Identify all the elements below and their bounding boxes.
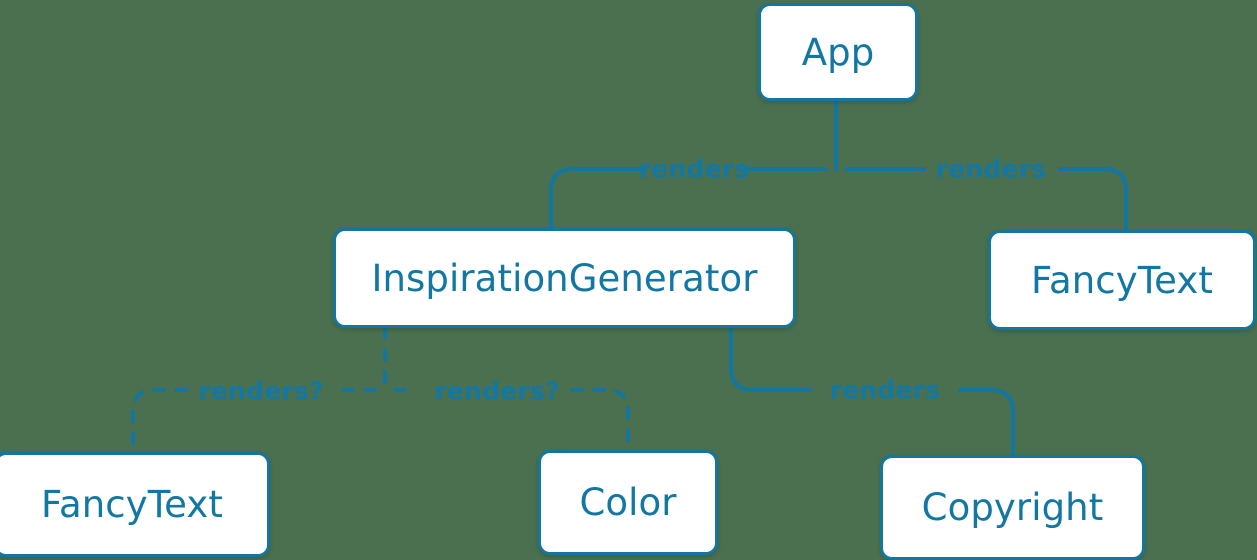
node-inspiration-generator-label: InspirationGenerator bbox=[371, 256, 758, 300]
edge-label-app-to-inspiration: renders bbox=[638, 154, 750, 184]
edge-app-to-inspiration bbox=[549, 167, 828, 230]
node-app-label: App bbox=[801, 30, 875, 74]
edge-label-app-to-fancytext: renders bbox=[935, 154, 1047, 184]
edge-inspiration-to-copyright bbox=[729, 326, 1015, 457]
node-fancytext-right[interactable]: FancyText bbox=[988, 230, 1256, 330]
edge-label-inspiration-to-copyright: renders bbox=[829, 375, 941, 405]
node-fancytext-left[interactable]: FancyText bbox=[0, 452, 270, 557]
node-copyright-label: Copyright bbox=[921, 486, 1104, 529]
edge-app-to-fancytext bbox=[844, 167, 1128, 232]
edge-label-inspiration-to-color: renders? bbox=[434, 376, 560, 406]
edge-inspiration-to-fancytext-left bbox=[131, 388, 377, 454]
node-color-label: Color bbox=[579, 481, 677, 524]
node-inspiration-generator[interactable]: InspirationGenerator bbox=[333, 228, 796, 328]
edge-label-inspiration-to-fancytext-left: renders? bbox=[198, 376, 324, 406]
edge-inspiration-to-color bbox=[393, 388, 630, 452]
node-copyright[interactable]: Copyright bbox=[880, 455, 1145, 560]
node-fancytext-right-label: FancyText bbox=[1031, 258, 1213, 302]
node-fancytext-left-label: FancyText bbox=[41, 483, 223, 526]
node-color[interactable]: Color bbox=[538, 450, 718, 555]
node-app[interactable]: App bbox=[758, 3, 918, 101]
